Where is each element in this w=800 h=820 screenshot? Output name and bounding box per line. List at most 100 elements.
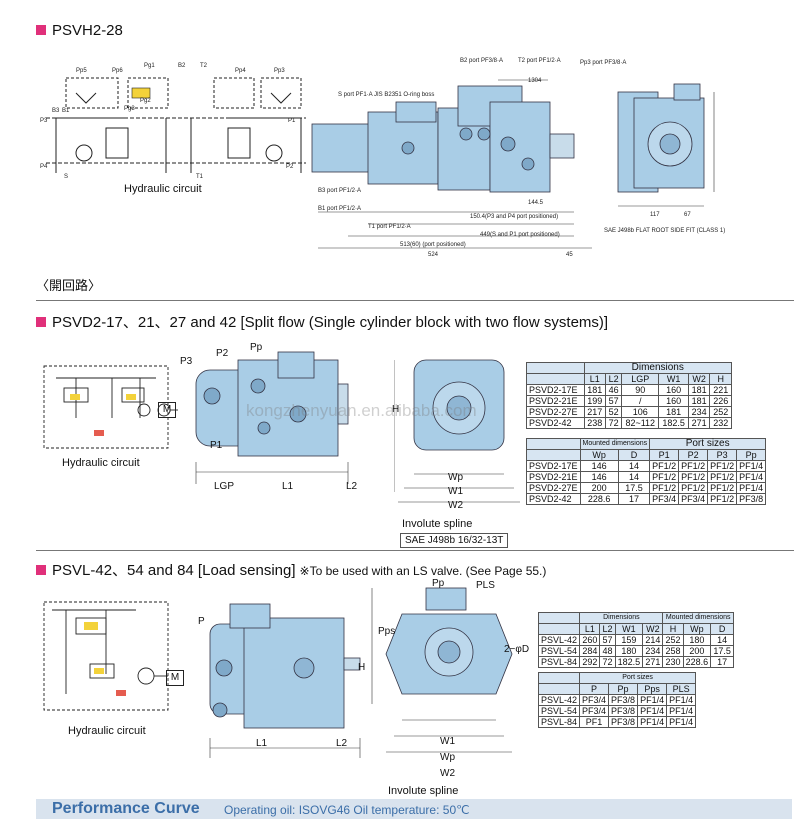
table-cell: 17.5 xyxy=(710,645,734,657)
dimension-label: 117 xyxy=(650,212,660,218)
column-header: D xyxy=(710,623,734,635)
section-note: ※To be used with an LS valve. (See Page … xyxy=(299,564,547,578)
table-cell: 181 xyxy=(658,406,689,418)
port-label-p1: P1 xyxy=(210,440,223,451)
table-cell: 52 xyxy=(605,406,623,418)
table-cell: 200 xyxy=(682,645,712,657)
table-cell: 182.5 xyxy=(658,417,689,429)
column-header: W2 xyxy=(687,373,711,385)
column-header: H xyxy=(709,373,732,385)
hydraulic-circuit-caption: Hydraulic circuit xyxy=(124,183,202,195)
circuit-label: T2 xyxy=(200,63,208,69)
section-marker xyxy=(36,565,46,575)
table-cell: 200 xyxy=(579,482,619,494)
table-cell: PF1/2 xyxy=(649,471,680,483)
table-cell: 17 xyxy=(710,656,734,668)
circuit-label: Pp6 xyxy=(112,68,123,74)
psvh-side-drawing xyxy=(311,79,592,249)
table-cell: 90 xyxy=(621,384,660,396)
dimension-label: 67 xyxy=(684,212,691,218)
table-cell: PF3/8 xyxy=(608,716,639,728)
port-label-p2: P2 xyxy=(216,348,229,359)
circuit-label: S xyxy=(64,174,69,180)
table-cell: PSVL-84 xyxy=(537,656,581,668)
circuit-label: Pg1 xyxy=(144,63,155,69)
section-title-psvl: PSVL-42、54 and 84 [Load sensing]※To be u… xyxy=(36,559,546,580)
column-header: P2 xyxy=(678,449,709,461)
dim-label-l2: L2 xyxy=(336,738,348,749)
table-corner xyxy=(537,612,581,624)
psvl-side-drawing xyxy=(209,603,361,758)
dimension-label: 524 xyxy=(428,252,439,258)
table-cell: 181 xyxy=(687,395,711,407)
table-cell: 14 xyxy=(710,634,734,646)
table-cell: PF1/4 xyxy=(666,694,697,706)
port-label-pp: Pp xyxy=(250,342,263,353)
column-header: D xyxy=(617,449,651,461)
circuit-type-label: 〈開回路〉 xyxy=(36,278,102,293)
table-cell: 238 xyxy=(583,417,607,429)
column-header: Pps xyxy=(637,683,668,695)
table-cell: 159 xyxy=(614,634,644,646)
table-cell: PF1/2 xyxy=(678,471,709,483)
drawing-note: S port PF1·A JIS B2351 O-ring boss xyxy=(338,92,435,98)
column-header: P3 xyxy=(707,449,738,461)
table-cell: PSVD2-17E xyxy=(526,460,581,472)
table-cell: PF1/2 xyxy=(707,482,738,494)
table-cell: 214 xyxy=(642,634,664,646)
psvl-hydraulic-circuit xyxy=(43,601,169,711)
dim-label-wp: Wp xyxy=(448,472,463,483)
port-label-pp: Pp xyxy=(432,578,445,589)
table-cell: 17 xyxy=(617,493,651,505)
table-cell: 182.5 xyxy=(614,656,644,668)
performance-subtitle: Operating oil: ISOVG46 Oil temperature: … xyxy=(224,803,470,817)
table-cell: 284 xyxy=(579,645,601,657)
drawing-note: B2 port PF3/8·A xyxy=(460,58,504,64)
column-header: LGP xyxy=(621,373,660,385)
circuit-label: Pp3 xyxy=(274,68,285,74)
table-corner xyxy=(537,672,581,684)
table-cell: 271 xyxy=(687,417,711,429)
table-cell: PF3/4 xyxy=(579,694,610,706)
table-cell: 180 xyxy=(682,634,712,646)
table-group-header: Dimensions xyxy=(583,362,733,374)
psvh-end-view xyxy=(617,83,715,207)
drawing-note: T1 port PF1/2·A xyxy=(368,224,411,230)
table-cell: PF3/4 xyxy=(649,493,680,505)
drawing-note: Pp3 port PF3/8·A xyxy=(580,60,627,66)
table-cell: 160 xyxy=(658,384,689,396)
table-cell: 217 xyxy=(583,406,607,418)
table-cell: PSVD2-21E xyxy=(526,395,585,407)
spline-spec: SAE J498b 16/32-13T xyxy=(400,533,509,548)
table-cell: PF3/8 xyxy=(608,705,639,717)
table-cell: PSVL-42 xyxy=(537,634,581,646)
port-label-pps: Pps xyxy=(378,626,396,637)
table-group-header: Mounted dimensions xyxy=(579,438,651,450)
dim-label-d: 2−φD xyxy=(504,644,530,655)
circuit-label: B3 xyxy=(52,108,60,114)
dimension-label: 513(60) (port positioned) xyxy=(400,242,466,248)
table-cell: PF1/4 xyxy=(736,471,767,483)
column-header: PLS xyxy=(666,683,697,695)
table-cell: PF1/4 xyxy=(637,716,668,728)
table-cell: 234 xyxy=(687,406,711,418)
table-cell: PF1/4 xyxy=(736,460,767,472)
drawing-note: B1 port PF1/2·A xyxy=(318,206,362,212)
table-cell: 252 xyxy=(709,406,732,418)
psvd-side-drawing xyxy=(195,351,349,484)
table-cell: PSVD2-42 xyxy=(526,417,585,429)
column-header: Wp xyxy=(682,623,712,635)
table-cell: PF3/8 xyxy=(608,694,639,706)
table-cell: PF1/2 xyxy=(707,493,738,505)
circuit-label: B1 xyxy=(62,108,70,114)
table-cell: 258 xyxy=(662,645,684,657)
column-header: P1 xyxy=(649,449,680,461)
